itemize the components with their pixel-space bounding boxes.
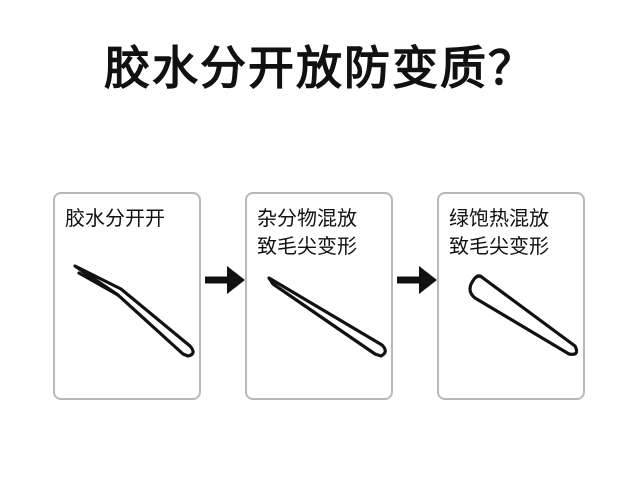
- page-title: 胶水分开放防变质？: [104, 41, 536, 95]
- step-panel-3-label: 绿饱热混放 致毛尖变形: [449, 206, 549, 258]
- tweezers-icon: [267, 276, 387, 358]
- step-panel-2: 杂分物混放 致毛尖变形: [245, 192, 393, 400]
- arrow-right-icon: [397, 266, 437, 294]
- tweezers-icon: [73, 264, 195, 358]
- arrow-right-icon: [205, 266, 245, 294]
- tube-icon: [468, 274, 579, 356]
- step-panel-1-label: 胶水分开开: [65, 206, 165, 230]
- step-panel-2-label: 杂分物混放 致毛尖变形: [257, 206, 357, 258]
- step-panel-3: 绿饱热混放 致毛尖变形: [437, 192, 585, 400]
- step-panel-1: 胶水分开开: [53, 192, 201, 400]
